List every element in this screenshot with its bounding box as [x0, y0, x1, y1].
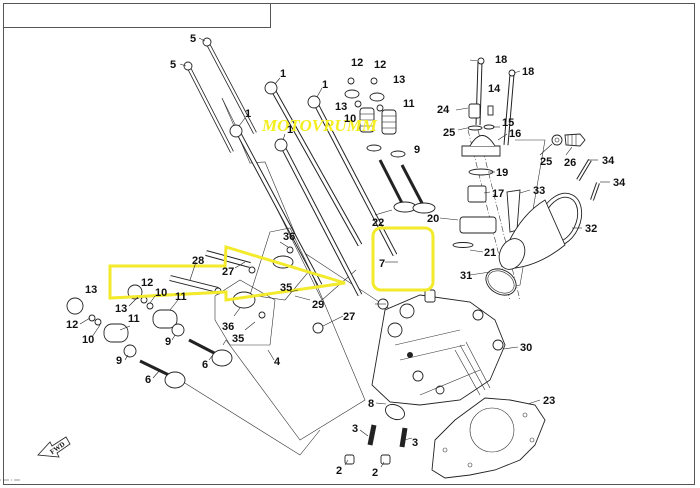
callout-3: 3: [412, 437, 418, 449]
callout-19: 19: [496, 167, 508, 179]
callout-28: 28: [192, 255, 204, 267]
callout-2: 2: [336, 465, 342, 477]
callout-6: 6: [145, 374, 151, 386]
callout-34: 34: [602, 155, 615, 167]
callout-6: 6: [202, 359, 208, 371]
callout-13: 13: [85, 284, 97, 296]
callout-5: 5: [170, 59, 176, 71]
thermostat-housing: [452, 57, 586, 248]
callout-17: 17: [492, 188, 504, 200]
callout-35: 35: [232, 333, 244, 345]
callout-25: 25: [443, 127, 455, 139]
callout-12: 12: [141, 277, 153, 289]
callout-2: 2: [372, 467, 378, 479]
callout-34: 34: [613, 177, 626, 189]
callout-25: 25: [540, 156, 552, 168]
callout-30: 30: [520, 342, 532, 354]
callout-33: 33: [533, 185, 545, 197]
callout-10: 10: [82, 334, 94, 346]
diagram-frame: [3, 3, 695, 485]
callout-12: 12: [374, 59, 386, 71]
highlight-annotations: [108, 226, 435, 302]
callout-12: 12: [66, 319, 78, 331]
callout-27: 27: [222, 266, 234, 278]
cylinder-head: [371, 289, 506, 421]
callout-29: 29: [312, 299, 324, 311]
callout-7: 7: [379, 258, 385, 270]
callout-1: 1: [245, 108, 251, 120]
callout-8: 8: [368, 398, 374, 410]
highlight-box: [371, 226, 435, 292]
callout-5: 5: [190, 33, 196, 45]
leader-lines: [79, 37, 610, 468]
callout-labels: 5 5 1 1 1 1 12 12 13 13 10 11 9 18 18 14…: [66, 33, 626, 479]
callout-36: 36: [222, 321, 234, 333]
callout-32: 32: [585, 223, 597, 235]
watermark: MOTOVRUMM: [261, 116, 378, 135]
callout-10: 10: [344, 113, 356, 125]
intake-boot: [485, 158, 600, 296]
callout-16: 16: [509, 128, 521, 140]
callout-9: 9: [165, 336, 171, 348]
callout-21: 21: [484, 247, 496, 259]
callout-12: 12: [351, 57, 363, 69]
callout-1: 1: [287, 124, 293, 136]
callout-22: 22: [372, 217, 384, 229]
callout-9: 9: [116, 355, 122, 367]
callout-13: 13: [393, 74, 405, 86]
highlight-arrow-icon: [108, 245, 346, 302]
callout-3: 3: [352, 423, 358, 435]
top-valve-train: [344, 77, 436, 214]
callout-20: 20: [427, 213, 439, 225]
callout-11: 11: [175, 291, 187, 303]
head-gasket: [431, 397, 546, 479]
callout-13: 13: [335, 101, 347, 113]
callout-18: 18: [522, 66, 534, 78]
callout-18: 18: [495, 54, 507, 66]
callout-10: 10: [155, 287, 167, 299]
callout-1: 1: [322, 79, 328, 91]
title-box: [3, 3, 271, 28]
callout-15: 15: [502, 117, 514, 129]
studs-and-nuts: [344, 424, 408, 465]
callout-35: 35: [280, 282, 292, 294]
callout-13: 13: [115, 303, 127, 315]
callout-11: 11: [403, 98, 415, 110]
callout-26: 26: [564, 157, 576, 169]
callout-24: 24: [437, 104, 450, 116]
callout-36: 36: [283, 231, 295, 243]
callout-31: 31: [460, 270, 472, 282]
callout-27: 27: [343, 311, 355, 323]
callout-1: 1: [280, 68, 286, 80]
callout-9: 9: [414, 144, 420, 156]
callout-4: 4: [274, 356, 281, 368]
callout-11: 11: [128, 313, 140, 325]
forward-arrow-icon: FWD: [37, 436, 71, 458]
callout-14: 14: [488, 83, 501, 95]
callout-23: 23: [543, 395, 555, 407]
head-bolts-5: [183, 37, 257, 153]
